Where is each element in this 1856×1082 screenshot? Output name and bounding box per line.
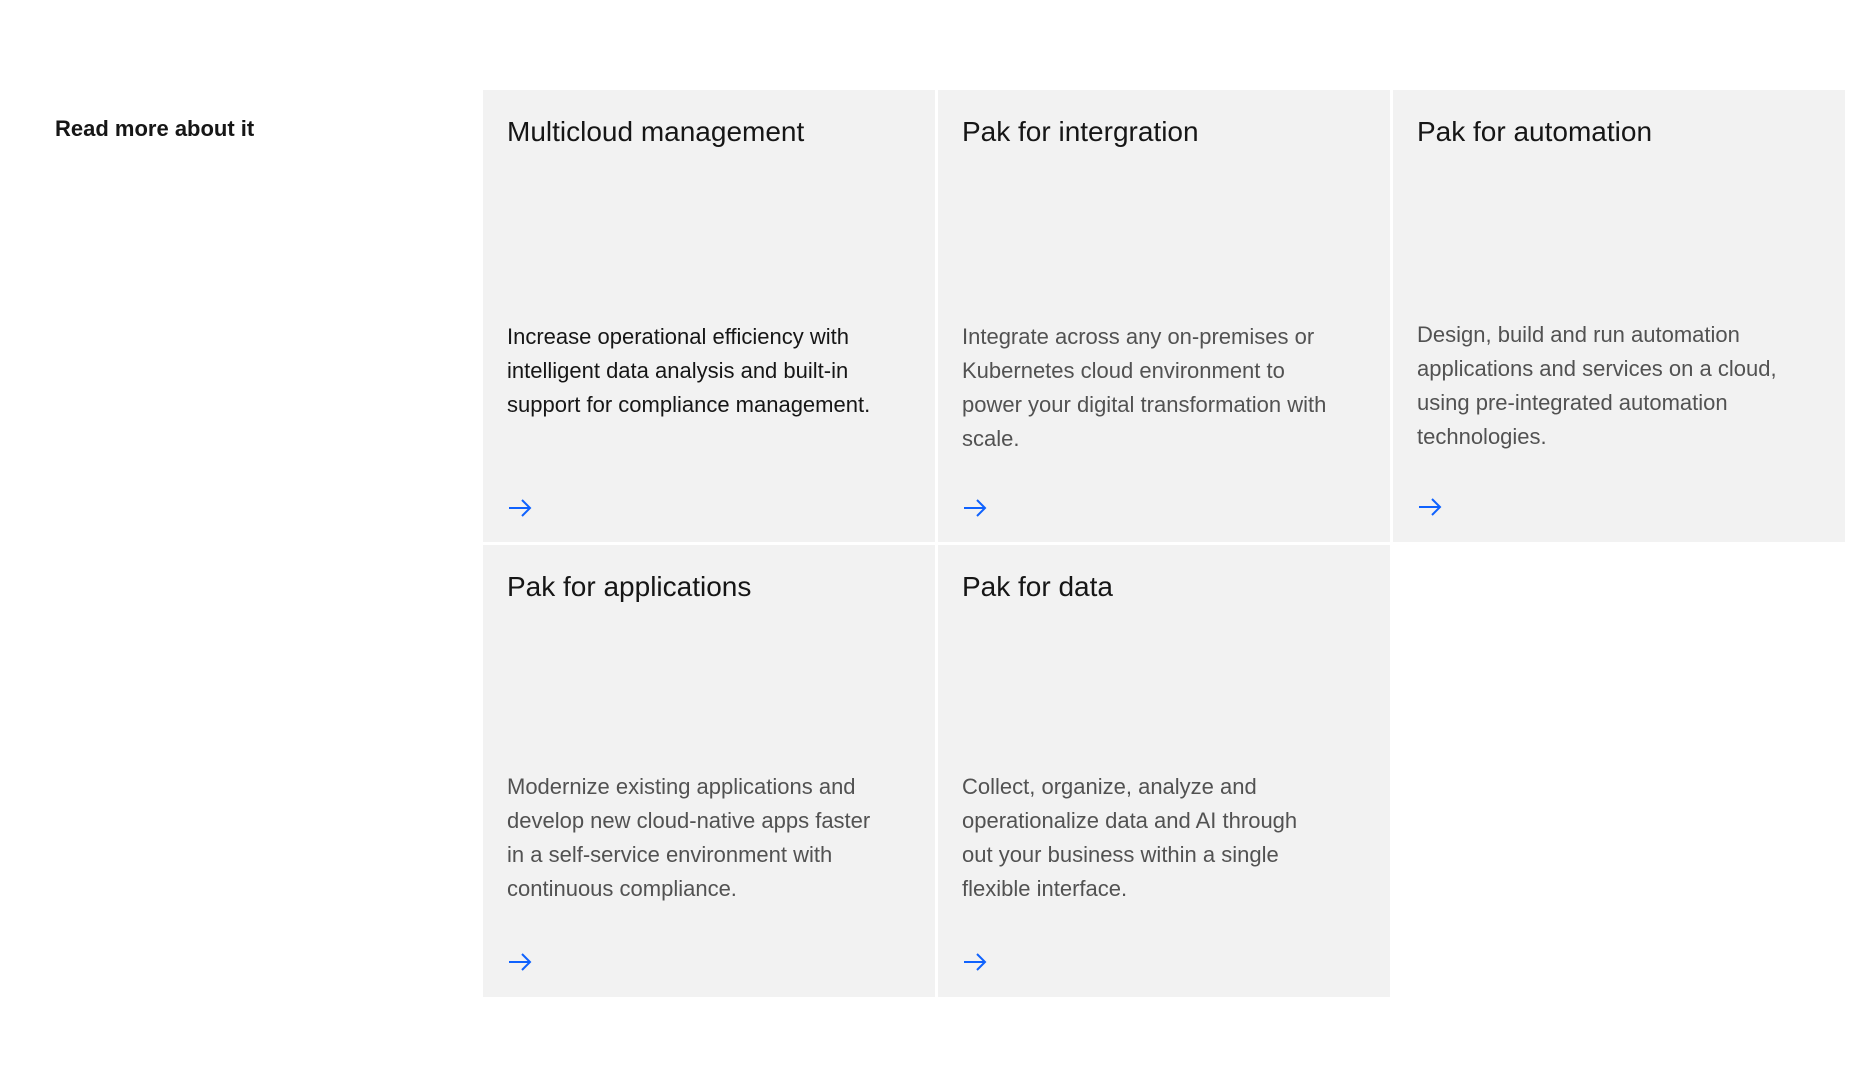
arrow-right-icon[interactable] <box>507 495 533 521</box>
arrow-right-icon[interactable] <box>962 495 988 521</box>
arrow-right-icon[interactable] <box>507 949 533 975</box>
card-pak-for-data[interactable]: Pak for data Collect, organize, analyze … <box>938 545 1390 997</box>
card-title: Pak for intergration <box>962 116 1199 147</box>
card-description: Modernize existing applications and deve… <box>507 774 871 901</box>
card-description: Collect, organize, analyze and operation… <box>962 774 1298 901</box>
card-description: Design, build and run automation applica… <box>1417 322 1777 449</box>
card-description: Increase operational efficiency with int… <box>507 324 871 417</box>
card-title: Pak for applications <box>507 571 752 602</box>
card-title: Pak for data <box>962 571 1113 602</box>
card-pak-for-integration[interactable]: Pak for intergration Integrate across an… <box>938 90 1390 542</box>
card-description: Integrate across any on-premises or Kube… <box>962 324 1327 451</box>
card-pak-for-automation[interactable]: Pak for automation Design, build and run… <box>1393 90 1845 542</box>
card-title: Multicloud management <box>507 116 805 147</box>
card-title: Pak for automation <box>1417 116 1653 147</box>
arrow-right-icon[interactable] <box>1417 494 1443 520</box>
arrow-right-icon[interactable] <box>962 949 988 975</box>
card-multicloud-management[interactable]: Multicloud management Increase operation… <box>483 90 935 542</box>
section-heading: Read more about it <box>55 116 255 141</box>
card-pak-for-applications[interactable]: Pak for applications Modernize existing … <box>483 545 935 997</box>
